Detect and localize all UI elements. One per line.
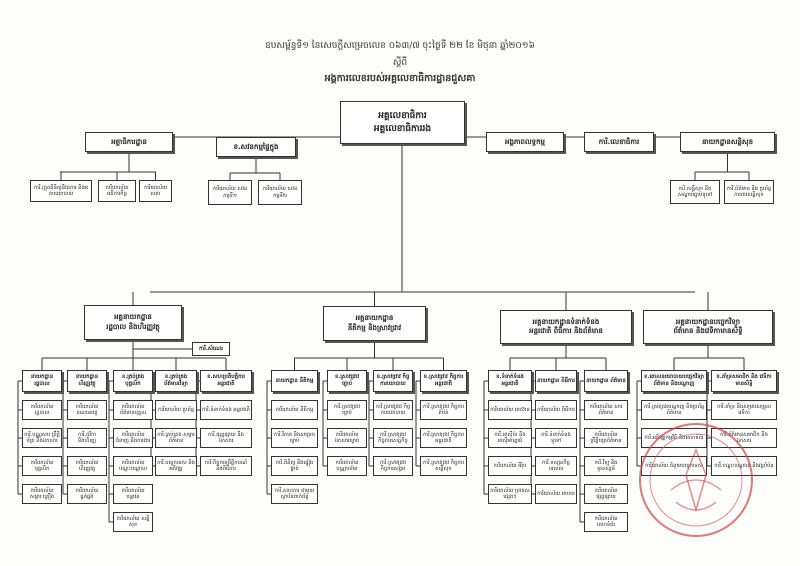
department-d2-col-1-item-2: ការិយាល័យ បណ្ណាល័យ xyxy=(327,456,367,476)
department-d3-col-1-item-3: ការិយាល័យ អាហារ xyxy=(535,484,577,504)
unit-r1e: នាយកដ្ឋានសន្តិសុខ xyxy=(680,132,775,152)
sub-unit-r1e-6: ការិ.ព័ត៌មាន និង ប្រព័ន្ធការពារសន្តិសុខ xyxy=(724,180,774,204)
department-d4-head-1: ខ.គាំទ្រសមាជិក និង វេទិកាមានសិទ្ធិ xyxy=(711,370,777,392)
department-d3-col-2-item-2: ការិ.វិទ្យុ និង ទូរទស្សន៍ xyxy=(584,456,628,476)
department-d4-col-1-item-0: ការិ.គាំទ្រ និងសម្របសម្រួល វេទិកា xyxy=(711,400,777,420)
department-d1-col-2-item-1: ការិយាល័យ ជំនាញ និងការងារ xyxy=(113,428,153,448)
department-d3-col-0-item-2: ការិយាល័យ អឺរ៉ុប xyxy=(488,456,532,476)
department-d3-col-0-item-0: ការិយាល័យ អាស៊ាន xyxy=(488,400,532,420)
department-d1-col-1-item-3: ការិយាល័យ ផ្គត់ផ្គង់ xyxy=(67,484,107,504)
department-d3-head-0: ខ.ទំនាក់ទំនង អន្តរជាតិ xyxy=(488,370,532,392)
secretary-general-box: អគ្គលេខាធិការ អគ្គលេខាធិការរង xyxy=(340,101,465,144)
department-d3-head-1: នាយកដ្ឋាន ពិធីការ xyxy=(535,370,577,392)
department-d3-col-0-item-3: ការិយាល័យ ប្រទេសផ្សេងៗ xyxy=(488,484,532,504)
department-d1-col-0-item-3: ការិយាល័យ សម្ភារៈគ្រឿង xyxy=(22,484,62,504)
org-unit-label: អន្តរជាតិ ពិធីការ និងព័ត៌មាន xyxy=(529,327,603,335)
department-d3-col-0-item-1: ការិ.អាស៊ីប៉ា និងអាស៊ីអាគ្នេយ៍ xyxy=(488,428,532,448)
department-d1-col-1-item-1: ការិ.ថវិកា និងហិរញ្ញ xyxy=(67,428,107,448)
department-d1-col-1-item-0: ការិយាល័យ គណនេយ្យ xyxy=(67,400,107,420)
department-d3-head-2: នាយកដ្ឋាន ព័ត៌មាន xyxy=(584,370,628,392)
department-d2-col-3-item-2: ការិ.ស្រាវជ្រាវ កិច្ចការ សន្តិសុខ xyxy=(420,456,467,476)
department-d1-col-0-item-1: ការិ.បណ្ណសារ ព្រឹត្តិប័ត្រ និងឯកសារ xyxy=(22,428,62,448)
department-d3: អគ្គនាយកដ្ឋានទំនាក់ទំនងអន្តរជាតិ ពិធីការ… xyxy=(500,310,632,344)
department-d4-col-0-item-2: ការិយាល័យ ជំនួយបច្ចេកទេស xyxy=(641,456,707,476)
department-d2: អគ្គនាយកដ្ឋាននីតិកម្ម និងស្រាវជ្រាវ xyxy=(323,306,426,341)
department-d1-col-4-item-1: ការិ.ផ្សព្វផ្សាយ និងឯកសារ xyxy=(200,428,252,448)
department-d1: អគ្គនាយកដ្ឋានរដ្ឋបាល និងហិរញ្ញវត្ថុ xyxy=(84,305,182,340)
department-d3-col-2-item-3: ការិយាល័យ ផ្សព្វផ្សាយ xyxy=(584,484,628,504)
department-d4-col-0-item-1: ការិ.អភិវឌ្ឍកម្មវិធី និងគេហទំព័រ xyxy=(641,428,707,448)
department-d2-col-0-item-2: ការិ.ពិនិត្យ និងផ្ទៀងផ្ទាត់ xyxy=(271,456,318,476)
unit-r1d: ការិ.លេខាធិការ xyxy=(584,132,654,152)
department-d1-head-1: នាយកដ្ឋាន ហិរញ្ញវត្ថុ xyxy=(67,370,107,392)
department-d4-head-0: ខ.គោលនយោបាយបច្ចេកវិទ្យា ព័ត៌មាន និងបណ្តា… xyxy=(641,370,707,392)
department-d4-col-0-item-0: ការិ.គ្រប់គ្រងបណ្តាញ និងប្រព័ន្ធព័ត៌មាន xyxy=(641,400,707,420)
department-d1-head-0: នាយកដ្ឋាន រដ្ឋបាល xyxy=(22,370,62,392)
department-d1-col-4-item-2: ការិ.កិច្ចការព្រឹត្តិការណ៍ និងពិធីការ xyxy=(200,456,252,476)
deputy-secretary-general-label: អគ្គលេខាធិការរង xyxy=(373,123,432,134)
org-unit-label: នីតិកម្ម និងស្រាវជ្រាវ xyxy=(347,323,402,332)
department-d3-col-2-item-4: ការិយាល័យ គេហទំព័រ xyxy=(584,512,628,532)
department-d2-col-1-item-1: ការិយាល័យ ឯកសារច្បាប់ xyxy=(327,428,367,448)
department-d1-head-4: ខ.សហប្រតិបត្តិការ អន្តរជាតិ xyxy=(200,370,252,392)
department-d2-head-2: ខ.ស្រាវជ្រាវ កិច្ចការយោបាយ xyxy=(373,370,413,392)
department-d3-col-1-item-2: ការិ.ទស្សនកិច្ច បរទេស xyxy=(535,456,577,476)
sub-unit-r1a-1: ការិយាល័យ អធិការកិច្ច xyxy=(98,180,136,202)
department-d2-col-2-item-2: ការិ.ស្រាវជ្រាវ កិច្ចការសង្គម xyxy=(373,456,413,476)
chart-title: អង្គការលេខរបស់អគ្គលេខាធិការដ្ឋានជួសគា xyxy=(324,73,476,84)
department-d2-col-3-item-0: ការិ.ស្រាវជ្រាវ កិច្ចការតំបន់ xyxy=(420,400,467,420)
unit-r1c: អង្គភាពលទ្ធកម្ម xyxy=(486,132,564,152)
department-d2-head-3: ខ.ស្រាវជ្រាវ កិច្ចការអន្តរជាតិ xyxy=(420,370,467,392)
department-d1-col-2-item-0: ការិយាល័យ ព័ត៌មានបុគ្គល xyxy=(113,400,153,420)
department-d1-col-3-item-2: ការិ.បច្ចេកទេស និងអភិវឌ្ឍ xyxy=(155,456,197,476)
department-d1-col-2-item-3: ការិយាល័យ បន្តវេន xyxy=(113,484,153,504)
department-d1-col-2-item-4: ការិយាល័យ សន្តិសុខ xyxy=(113,512,153,532)
department-d4-col-1-item-2: ការិ.បណ្តុះបណ្តាល និងវគ្គបំប៉ន xyxy=(711,456,777,476)
department-d2-col-3-item-1: ការិ.ស្រាវជ្រាវ កិច្ចការអន្តរជាតិ xyxy=(420,428,467,448)
unit-r1a: អគ្គាធិការដ្ឋាន xyxy=(85,132,173,152)
department-d1-extra-office: ការិ.សំណេរ xyxy=(192,342,230,356)
department-d2-col-2-item-0: ការិ.ស្រាវជ្រាវ កិច្ចការយោបាយ xyxy=(373,400,413,420)
org-unit-label: អគ្គនាយកដ្ឋានបច្ចេកវិទ្យា xyxy=(675,317,741,326)
department-d1-head-3: ខ.គ្រប់គ្រង ព័ត៌មានវិទ្យា xyxy=(155,370,197,392)
org-unit-label: អគ្គនាយកដ្ឋាន xyxy=(114,313,152,322)
department-d2-col-0-item-3: ការិ.សហការ ជាមួយ ស្ថាប័នពាក់ព័ន្ធ xyxy=(271,484,318,504)
secretary-general-label: អគ្គលេខាធិការ xyxy=(378,111,427,122)
department-d1-col-0-item-0: ការិយាល័យ រដ្ឋបាល xyxy=(22,400,62,420)
sub-unit-r1b-3: ការិយាល័យ សវនកម្មទី១ xyxy=(208,180,252,205)
sub-unit-r1a-2: ការិយាល័យ សរុប xyxy=(139,180,172,202)
department-d2-head-0: នាយកដ្ឋាន នីតិកម្ម xyxy=(271,370,318,392)
header-reference-line: ឧបសម្ព័ន្ធទី១ នៃសេចក្តីសម្រេចលេខ ០៦៣/៧ ច… xyxy=(265,41,535,51)
department-d4: អគ្គនាយកដ្ឋានបច្ចេកវិទ្យាព័ត៌មាន និងវេទិ… xyxy=(643,310,773,344)
department-d1-head-2: ខ.គ្រប់គ្រង បុគ្គលិក xyxy=(113,370,153,392)
department-d2-col-2-item-1: ការិ.ស្រាវជ្រាវ កិច្ចការសេដ្ឋកិច្ច xyxy=(373,428,413,448)
department-d2-col-0-item-0: ការិយាល័យ នីតិកម្ម xyxy=(271,400,318,420)
department-d3-col-2-item-1: ការិយាល័យ ព្រឹត្តិបត្រព័ត៌មាន xyxy=(584,428,628,448)
org-unit-label: អគ្គនាយកដ្ឋានទំនាក់ទំនង xyxy=(532,317,600,326)
department-d2-col-0-item-1: ការិ.វិភាគ និងសម្រេចច្បាប់ xyxy=(271,428,318,448)
department-d3-col-2-item-0: ការិយាល័យ សារព័ត៌មាន xyxy=(584,400,628,420)
sub-unit-r1a-0: ការិ.ត្រួតពិនិត្យនិងរការ និងអការយោបាយ xyxy=(30,180,92,202)
department-d4-col-1-item-1: ការិ.ព័ត៌មានសមាជិក និងឯកសារ xyxy=(711,428,777,448)
department-d1-col-2-item-2: ការិយាល័យ បណ្តុះបណ្តាល xyxy=(113,456,153,476)
sub-unit-r1b-4: ការិយាល័យ សវនកម្មទី២ xyxy=(258,180,302,205)
org-unit-label: អគ្គនាយកដ្ឋាន xyxy=(355,314,394,323)
department-d1-col-3-item-0: ការិយាល័យ ប្រព័ន្ធ xyxy=(155,400,197,420)
org-unit-label: រដ្ឋបាល និងហិរញ្ញវត្ថុ xyxy=(106,322,160,331)
sub-unit-r1e-5: ការិ.សន្តិសុខ និង សណ្តាប់ធ្នាប់ទូទៅ xyxy=(670,180,720,204)
unit-r1b: ខ.សវនកម្មផ្ទៃក្នុង xyxy=(216,137,296,157)
department-d1-col-1-item-2: ការិយាល័យ ហិរញ្ញវត្ថុ xyxy=(67,456,107,476)
department-d1-col-4-item-0: ការិ.ទំនាក់ទំនង អន្តរជាតិ xyxy=(200,400,252,420)
department-d3-col-1-item-1: ការិ.ទំនាក់ទំនង ទូទៅ xyxy=(535,428,577,448)
department-d1-col-0-item-2: ការិយាល័យ បុគ្គលិក xyxy=(22,456,62,476)
department-d3-col-1-item-0: ការិយាល័យ ពិធីការ xyxy=(535,400,577,420)
department-d2-col-1-item-0: ការិ.ស្រាវជ្រាវ ច្បាប់ xyxy=(327,400,367,420)
org-unit-label: ព័ត៌មាន និងវេទិកាមានសិទ្ធិ xyxy=(673,327,743,335)
header-subject-word: ស្តីពី xyxy=(392,58,408,68)
department-d1-col-3-item-1: ការិ.គ្រប់គ្រង សម្ភារព័ត៌មាន xyxy=(155,428,197,448)
department-d2-head-1: ខ.ស្រាវជ្រាវ ច្បាប់ xyxy=(327,370,367,392)
